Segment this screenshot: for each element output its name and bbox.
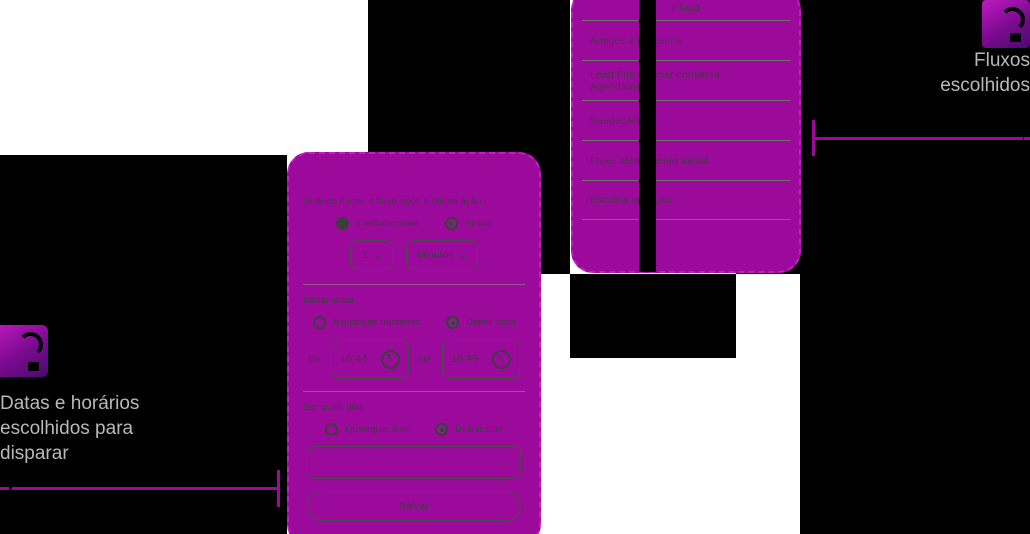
list-item[interactable]: Saudação [582,100,790,140]
callout-schedule: Datas e horários escolhidos para dispara… [0,325,230,466]
radio-atraso[interactable]: Atraso [444,217,493,230]
connector-elbow-left [277,470,280,507]
radio-label: A qualquer momento [332,317,421,328]
list-item[interactable]: Escolha um fluxo [582,180,790,220]
overlay-mask-flow-column [639,0,656,272]
flow-row-label: Escolha um fluxo [590,194,672,206]
radio-empty-icon [312,316,326,329]
radio-label: Atraso [464,218,493,229]
between-section-label: Iniciar entre [303,295,354,306]
radio-selected-icon [435,423,449,436]
days-section-label: Em quais dias [303,402,364,413]
from-time-input[interactable]: 16:44 [330,339,409,379]
radio-quaisquer-dias[interactable]: Quaisquer dias [325,423,409,436]
divider [303,284,525,285]
radio-label: Quaisquer dias [345,424,410,435]
delay-amount-select[interactable]: 1 ⌄ [349,240,394,270]
start-section-label: Quando iniciar o fluxo após a última açã… [303,196,482,207]
chevron-down-icon: ⌄ [373,249,382,260]
overlay-mask-center [570,274,736,358]
days-select[interactable]: ⌄ [307,446,521,479]
delay-unit-select[interactable]: Minutos ⌄ [405,240,479,270]
radio-label: Definir hora [466,317,516,328]
callout-schedule-line1: Datas e horários [0,393,140,414]
radio-selected-icon [444,217,458,230]
from-time-value: 16:44 [339,353,368,365]
callout-schedule-line2: escolhidos para [0,418,134,439]
connector-line-right [815,137,1023,140]
between-mode-radio-group[interactable]: A qualquer momento Definir hora [303,316,525,329]
to-time-input[interactable]: 16:49 [441,339,520,379]
flows-list[interactable]: Amigos e parceiros Lead Frio - Iniciar c… [573,20,799,220]
list-item[interactable]: Fluxo atendimento inicial [582,140,790,180]
flow-row-label: Amigos e parceiros [590,34,682,47]
list-item[interactable]: Amigos e parceiros [582,20,790,60]
connector-line-left [12,487,277,490]
callout-schedule-text: Datas e horários escolhidos para dispara… [0,391,230,466]
callout-flows: Fluxos escolhidos [870,0,1030,98]
time-range-row[interactable]: De: 16:44 Até: 16:49 [303,339,525,379]
flows-header: Fluxo [672,2,700,14]
radio-label: Imediatamente [355,218,419,229]
callout-flows-text: Fluxos escolhidos [870,48,1030,98]
delay-amount-value: 1 [362,249,368,261]
start-mode-radio-group[interactable]: Imediatamente Atraso [303,217,525,230]
to-label: Até: [416,353,434,365]
radio-definir-dias[interactable]: Definir dias [435,423,503,436]
chevron-down-icon: ⌄ [500,457,508,467]
connector-elbow-right [812,120,815,156]
schedule-form: Quando iniciar o fluxo após a última açã… [289,154,539,521]
brand-badge-wrap [0,325,60,377]
flow-row-label: Saudação [590,114,639,127]
callout-flows-line2: escolhidos [940,75,1030,96]
chevron-down-icon: ⌄ [459,249,468,260]
radio-label: Definir dias [455,424,503,435]
brand-badge-icon [982,0,1030,48]
radio-imediatamente[interactable]: Imediatamente [335,217,419,230]
flow-row-label: Lead Frio - Iniciar conversa - Agendamen… [590,68,727,93]
flows-panel[interactable]: Fluxo Amigos e parceiros Lead Frio - Ini… [571,0,801,273]
radio-selected-icon [446,316,460,329]
radio-a-qualquer-momento[interactable]: A qualquer momento [312,316,421,329]
schedule-panel[interactable]: Quando iniciar o fluxo após a última açã… [287,152,541,534]
connector-dash-right [1024,137,1030,140]
from-label: De: [308,353,323,365]
overlay-mask-right [800,0,1030,534]
radio-definir-hora[interactable]: Definir hora [446,316,515,329]
callout-schedule-line3: disparar [0,443,69,464]
divider [303,391,525,392]
brand-badge-icon [0,325,48,377]
radio-filled-icon [335,217,349,230]
clock-icon[interactable] [491,349,511,369]
save-button[interactable]: Salvar [307,491,521,521]
clock-icon[interactable] [380,349,400,369]
connector-dash-left [0,487,9,490]
delay-selects[interactable]: 1 ⌄ Minutos ⌄ [303,240,525,270]
callout-flows-line1: Fluxos [974,50,1030,71]
list-item[interactable]: Lead Frio - Iniciar conversa - Agendamen… [582,60,790,100]
radio-empty-icon [325,423,339,436]
to-time-value: 16:49 [450,353,479,365]
delay-unit-value: Minutos [416,249,454,261]
days-mode-radio-group[interactable]: Quaisquer dias Definir dias [303,423,525,436]
